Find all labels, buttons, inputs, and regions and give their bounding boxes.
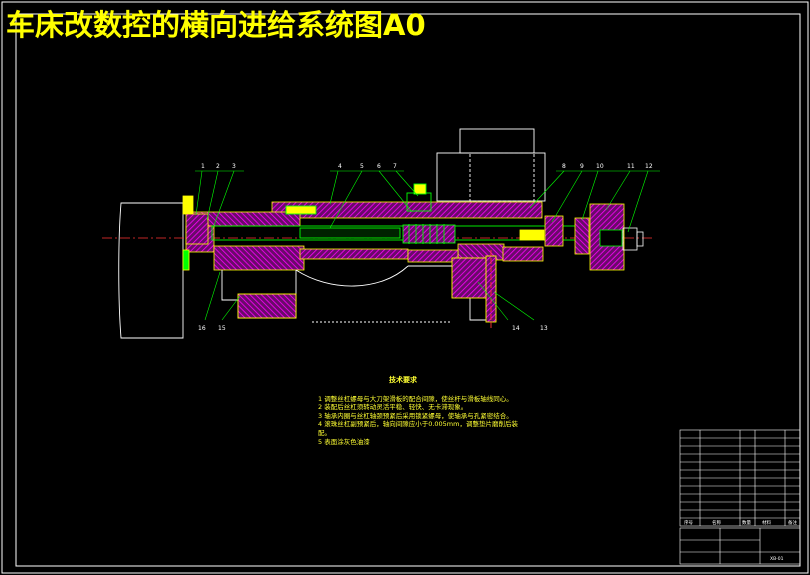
balloon-12: 12 <box>645 163 653 170</box>
note-line-4: 4 滚珠丝杠副预紧后，轴向间隙应小于0.005mm，调整垫片磨削后装配。 <box>318 420 518 437</box>
vertical-bolt <box>485 250 497 330</box>
tb-cell-name: 名称 <box>712 519 721 526</box>
nut-seat <box>285 183 432 215</box>
technical-notes: 技术要求 1 调整丝杠螺母与大刀架滑板的配合间隙，使丝杆与滑板轴线同心。 2 装… <box>318 376 528 446</box>
parts-list-header: 序号 名称 数量 材料 备注 <box>684 519 797 526</box>
inner-border <box>15 13 801 567</box>
right-end <box>519 203 644 271</box>
part-balloons: 1 2 3 4 5 6 7 8 9 10 11 12 13 14 15 16 <box>198 163 653 332</box>
balloon-1: 1 <box>201 163 205 170</box>
balloon-3: 3 <box>232 163 236 170</box>
tb-cell-note: 备注 <box>788 519 797 526</box>
parts-list <box>679 429 801 527</box>
lower-saddle <box>221 257 489 323</box>
balloon-10: 10 <box>596 163 604 170</box>
balloon-14: 14 <box>512 325 520 332</box>
balloon-2: 2 <box>216 163 220 170</box>
leader-lines <box>195 170 660 321</box>
drawing-title: 车床改数控的横向进给系统图A0 <box>6 8 426 42</box>
balloon-5: 5 <box>360 163 364 170</box>
title-block <box>679 527 801 565</box>
left-end <box>182 195 209 271</box>
balloon-4: 4 <box>338 163 342 170</box>
note-line-3: 3 轴承内圈与丝杠轴颈预紧后采用锁紧螺母，使轴承与孔紧密结合。 <box>318 411 513 420</box>
notes-heading: 技术要求 <box>389 376 417 384</box>
balloon-16: 16 <box>198 325 206 332</box>
upper-slide <box>436 128 546 202</box>
left-bracket <box>118 202 184 339</box>
note-line-2: 2 装配后丝杠须转动灵活平稳、轻快、无卡滞现象。 <box>318 403 468 412</box>
tb-cell-material: 材料 <box>762 519 771 526</box>
balloon-11: 11 <box>627 163 635 170</box>
tb-cell-no: 序号 <box>684 519 693 526</box>
balloon-13: 13 <box>540 325 548 332</box>
balloon-6: 6 <box>377 163 381 170</box>
drawing-number: XB-01 <box>770 556 784 562</box>
balloon-7: 7 <box>393 163 397 170</box>
note-line-1: 1 调整丝杠螺母与大刀架滑板的配合间隙，使丝杆与滑板轴线同心。 <box>318 394 513 403</box>
balloon-9: 9 <box>580 163 584 170</box>
balloon-8: 8 <box>562 163 566 170</box>
note-line-5: 5 表面涂灰色油漆 <box>318 437 370 446</box>
balloon-15: 15 <box>218 325 226 332</box>
tb-cell-qty: 数量 <box>742 519 751 526</box>
